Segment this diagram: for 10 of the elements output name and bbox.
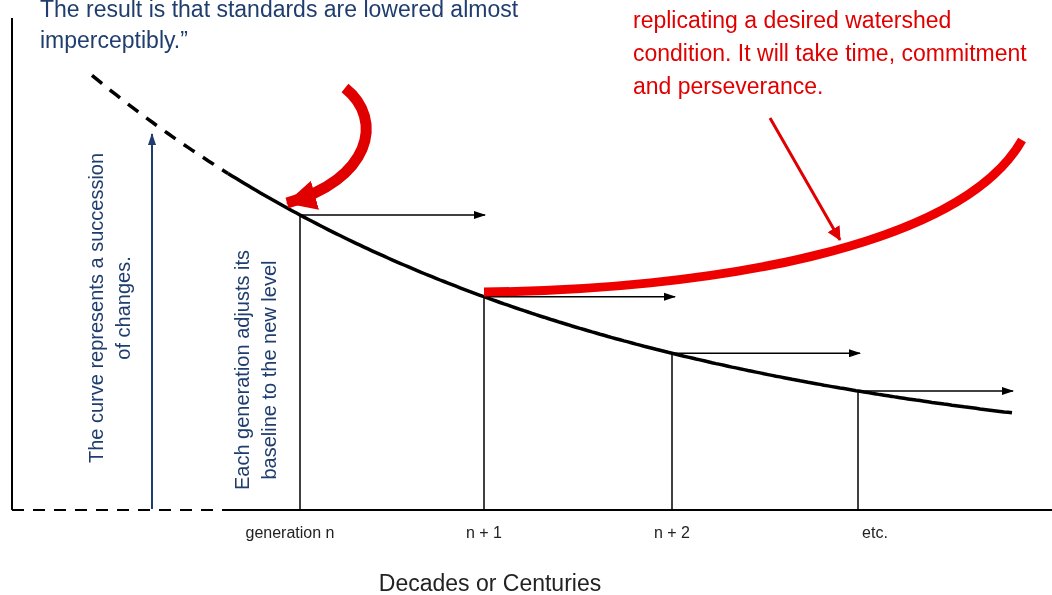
- note-text: The result is that standards are lowered almost imperceptibly.”: [40, 0, 520, 55]
- tick-label: generation n: [244, 523, 336, 543]
- arrow: [768, 117, 842, 241]
- tick-label: etc.: [861, 523, 889, 543]
- tick-label: n + 1: [465, 523, 503, 543]
- annotation-text: The curve represents a succession of changes.: [84, 151, 135, 466]
- annotation-text: Each generation adjusts its baseline to the new level: [230, 248, 281, 493]
- tick-label: n + 2: [653, 523, 691, 543]
- axis-title: Decades or Centuries: [377, 569, 603, 595]
- note-text: replicating a desired watershed condition. It will take time, commitment and perseverance.: [633, 6, 1028, 101]
